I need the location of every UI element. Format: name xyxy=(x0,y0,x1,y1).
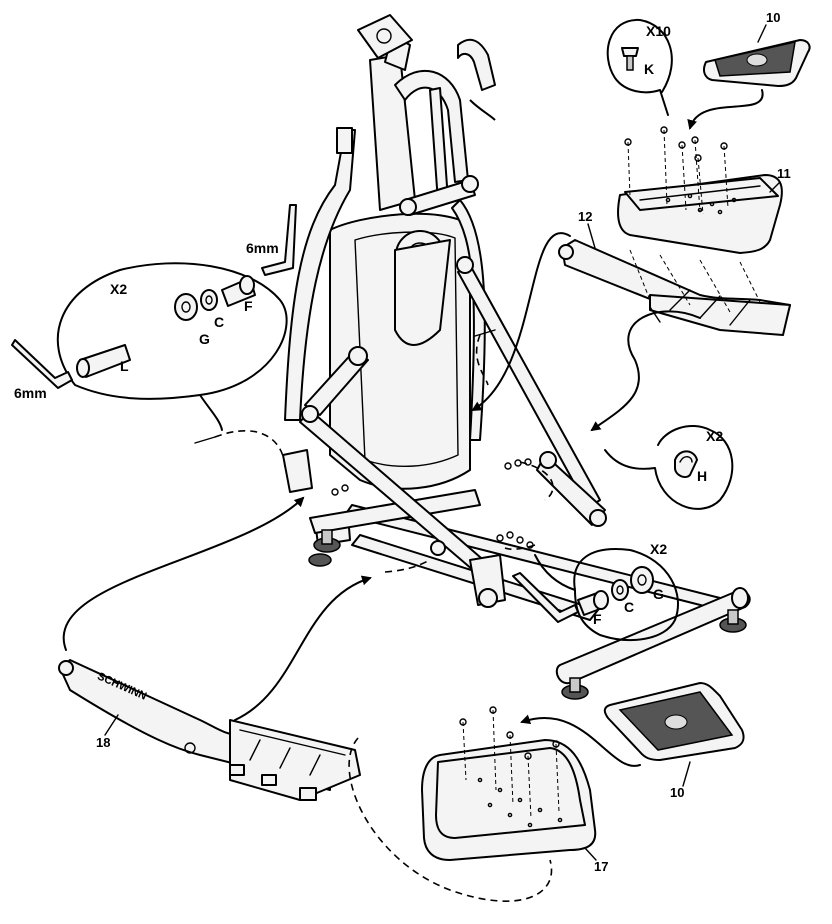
part-17-label: 17 xyxy=(594,859,608,874)
arrow-pad-top-to-11 xyxy=(687,89,764,130)
elliptical-frame xyxy=(194,14,751,700)
hardware-f-right-label: F xyxy=(593,611,602,627)
arrow-12-to-frame xyxy=(471,232,571,412)
leveler-foot-rear xyxy=(308,553,332,567)
pedal-pad-10-bottom xyxy=(603,682,745,761)
wrench-6mm-top-label: 6mm xyxy=(246,240,279,256)
callout-hardware-h: X2 H xyxy=(604,425,734,510)
pedal-arm-18: SCHWINN xyxy=(58,659,361,801)
callout-bolt-k: X10 K xyxy=(606,18,673,116)
hardware-l-label: L xyxy=(120,358,129,374)
callout-bottom-hardware: X2 F C G xyxy=(512,541,679,641)
dashed-route-18-17 xyxy=(348,737,553,902)
hardware-g-right-label: G xyxy=(653,586,664,602)
leveler-foot-front-left xyxy=(561,677,589,700)
hardware-g-left-label: G xyxy=(199,331,210,347)
pedal-arm-12 xyxy=(558,239,791,336)
arrow-18-to-frame-left xyxy=(62,496,305,651)
arrow-12-to-h xyxy=(590,310,701,432)
arrow-18-to-frame-center xyxy=(234,575,372,721)
part-10-bottom-label: 10 xyxy=(670,785,684,800)
part-10-top-label: 10 xyxy=(766,10,780,25)
wrench-6mm-left-label: 6mm xyxy=(14,385,47,401)
part-11-label: 11 xyxy=(777,166,791,181)
leveler-foot-left xyxy=(313,529,341,553)
arrow-pad-bottom-to-17 xyxy=(520,714,641,767)
hardware-f-left-label: F xyxy=(244,298,253,314)
qty-x2-right-label: X2 xyxy=(706,428,723,444)
callout-left-hardware: X2 L G C F 6mm 6mm xyxy=(11,204,297,431)
hardware-c-left-label: C xyxy=(214,314,224,330)
hardware-c-right-label: C xyxy=(624,599,634,615)
hardware-k-label: K xyxy=(644,61,654,77)
qty-x10-label: X10 xyxy=(646,23,671,39)
pedal-platform-11 xyxy=(617,174,783,254)
bolt-set-top xyxy=(624,126,729,215)
part-12-label: 12 xyxy=(578,209,592,224)
pedal-platform-17 xyxy=(421,739,597,861)
qty-x2-left-label: X2 xyxy=(110,281,127,297)
bolt-set-bottom xyxy=(459,706,560,819)
leveler-foot-front-right xyxy=(719,609,747,633)
qty-x2-bottom-label: X2 xyxy=(650,541,667,557)
hardware-h-label: H xyxy=(697,468,707,484)
pedal-pad-10-top xyxy=(703,39,811,87)
part-18-label: 18 xyxy=(96,735,110,750)
